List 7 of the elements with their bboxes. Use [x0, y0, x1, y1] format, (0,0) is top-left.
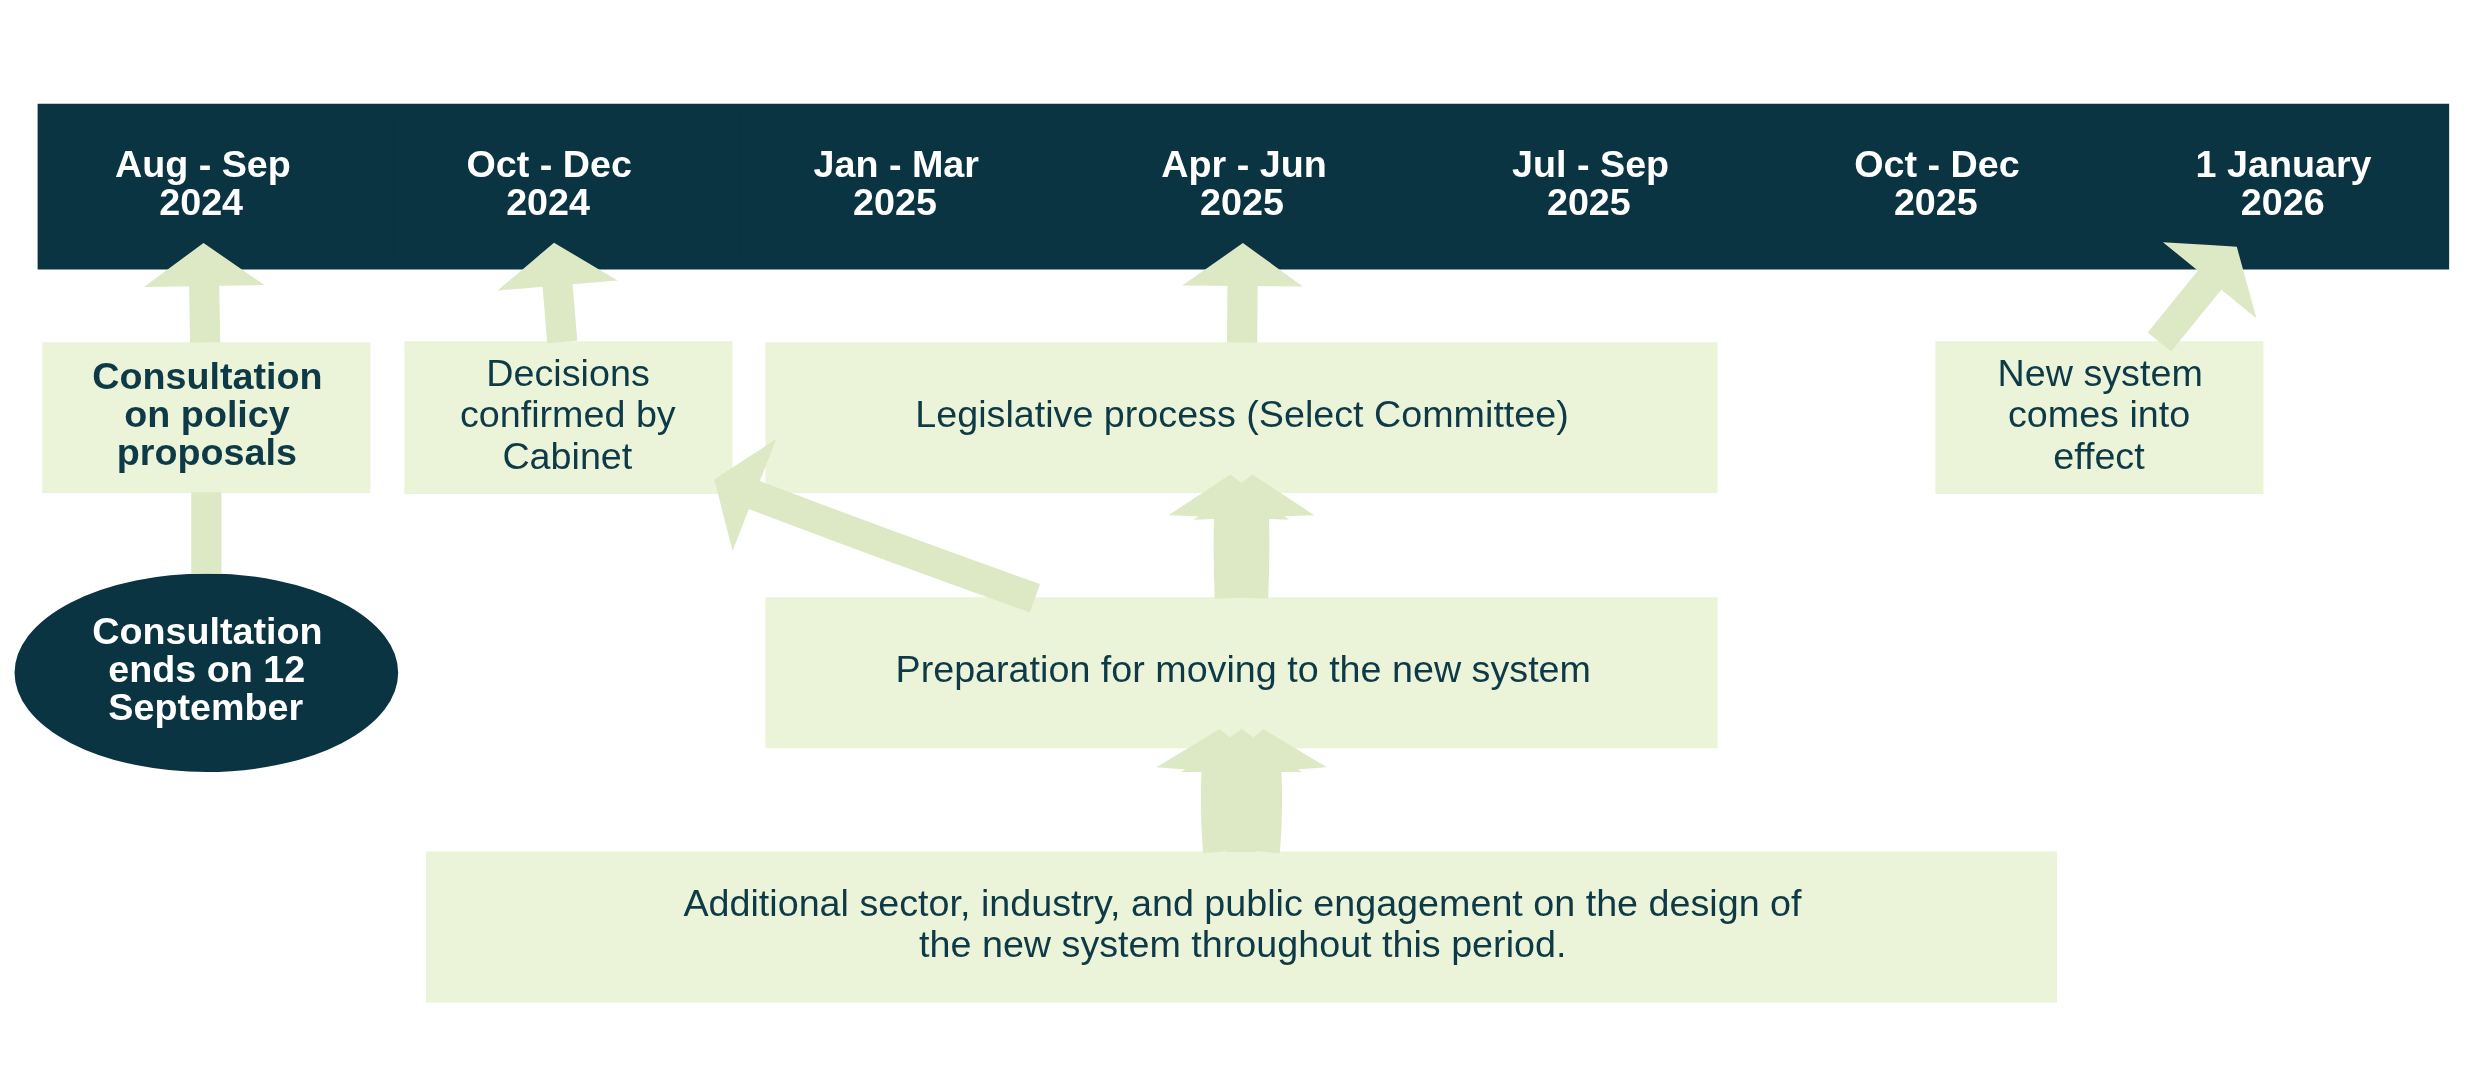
- node-text: Oct - Dec 2025: [1854, 143, 2020, 223]
- node-text: Oct - Dec 2024: [466, 143, 633, 223]
- node-text: Apr - Jun 2025: [1161, 143, 1327, 223]
- node-text: Jan - Mar 2025: [813, 143, 979, 223]
- node-text: Aug - Sep 2024: [114, 143, 291, 223]
- node-text: 1 January 2026: [2195, 143, 2372, 223]
- node-text: Jul - Sep 2025: [1512, 143, 1670, 223]
